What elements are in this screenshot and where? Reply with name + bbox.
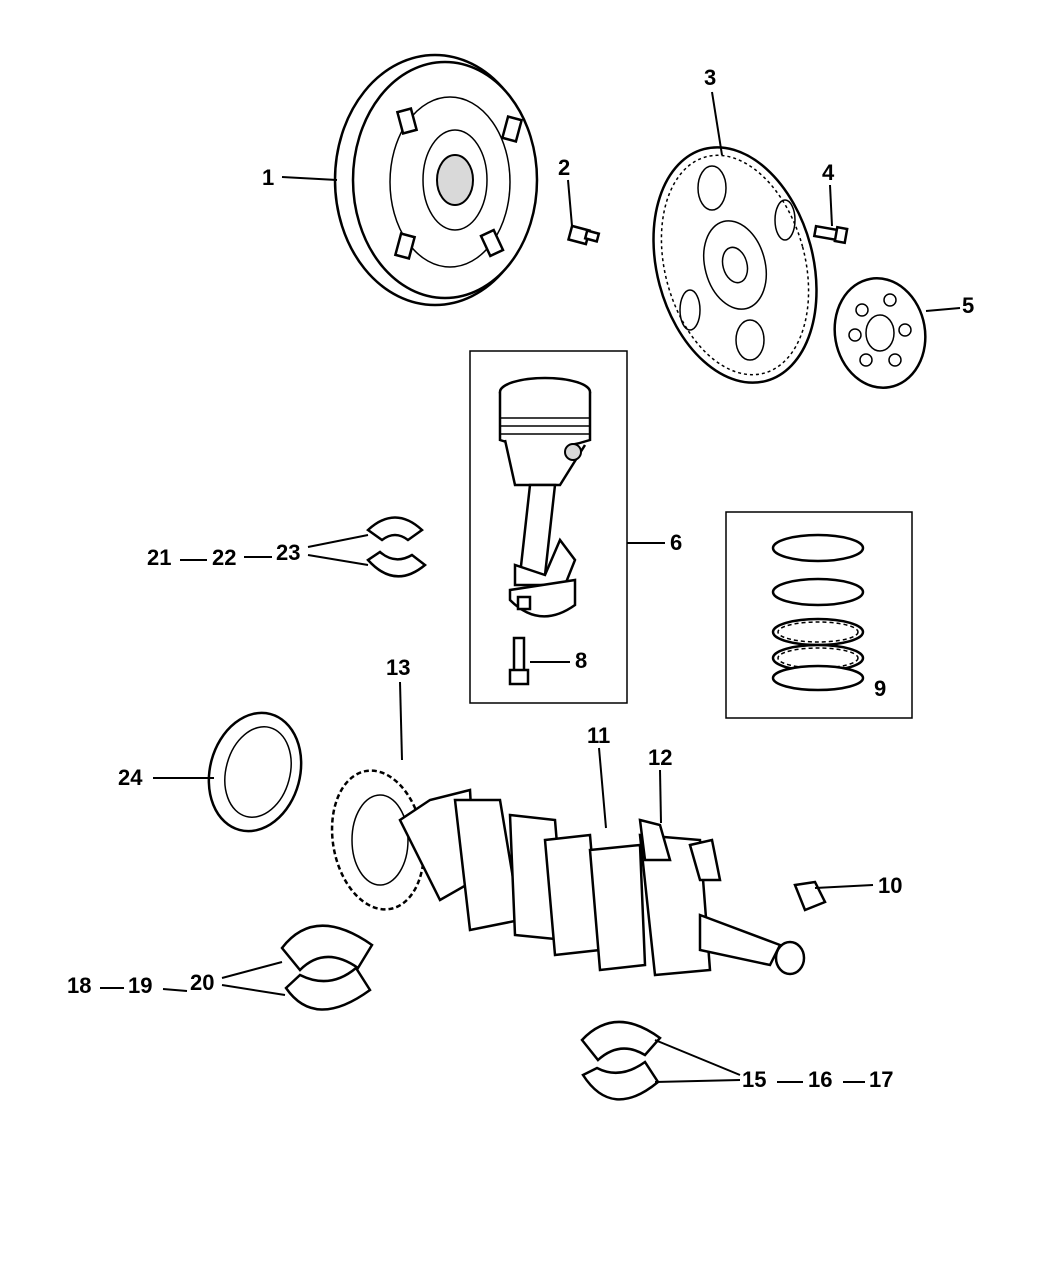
callout-13: 13 bbox=[386, 655, 410, 680]
converter-bolt bbox=[566, 224, 601, 246]
callout-6: 6 bbox=[670, 530, 682, 555]
callout-15: 15 bbox=[742, 1067, 766, 1092]
torque-converter bbox=[333, 53, 539, 307]
callout-12: 12 bbox=[648, 745, 672, 770]
callout-17: 17 bbox=[869, 1067, 893, 1092]
callout-4: 4 bbox=[822, 160, 835, 185]
crankshaft bbox=[330, 769, 806, 977]
callout-19: 19 bbox=[128, 973, 152, 998]
thrust-bearing-upper-lower bbox=[580, 1020, 662, 1101]
crankshaft-key bbox=[793, 880, 827, 912]
flexplate-bolt bbox=[812, 224, 849, 245]
callout-24: 24 bbox=[118, 765, 143, 790]
callout-23: 23 bbox=[276, 540, 300, 565]
callout-1: 1 bbox=[262, 165, 274, 190]
piston-rings-box bbox=[725, 511, 913, 719]
callout-22: 22 bbox=[212, 545, 236, 570]
piston-rod-box bbox=[469, 350, 628, 704]
flexplate bbox=[652, 146, 818, 384]
callout-11: 11 bbox=[587, 723, 610, 748]
connecting-rod-bearing bbox=[366, 516, 428, 578]
callout-8: 8 bbox=[575, 648, 587, 673]
main-bearing-upper-lower bbox=[280, 924, 374, 1011]
callout-16: 16 bbox=[808, 1067, 832, 1092]
reinforcement-plate bbox=[833, 277, 927, 389]
piston-ring-set bbox=[771, 533, 865, 692]
callout-18: 18 bbox=[67, 973, 91, 998]
connecting-rod-bolt bbox=[508, 636, 530, 686]
callout-21: 21 bbox=[147, 545, 171, 570]
piston-connecting-rod bbox=[498, 376, 592, 618]
rear-main-seal bbox=[207, 711, 303, 833]
callout-9: 9 bbox=[874, 676, 886, 701]
callout-10: 10 bbox=[878, 873, 902, 898]
callout-3: 3 bbox=[704, 65, 716, 90]
callout-2: 2 bbox=[558, 155, 570, 180]
callout-5: 5 bbox=[962, 293, 974, 318]
callout-20: 20 bbox=[190, 970, 214, 995]
